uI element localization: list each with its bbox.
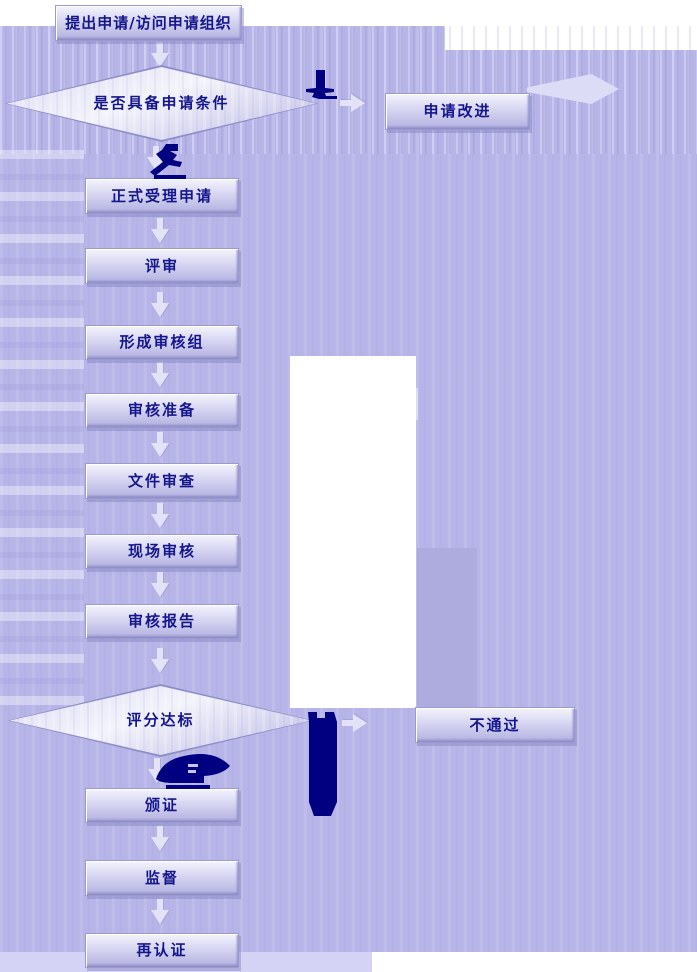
node-label: 现场审核 — [127, 542, 196, 560]
background-artifact-left-stripes — [0, 150, 84, 710]
arrow-down-accept-to-review — [151, 218, 169, 244]
arrow-right-cond-to-improve — [340, 94, 366, 112]
arrow-down-supervise-to-recert — [151, 899, 169, 925]
background-artifact-dark-band — [417, 548, 477, 710]
decision-application-conditions: 是否具备申请条件 — [5, 65, 318, 142]
node-audit-report: 审核报告 — [85, 604, 239, 639]
node-supervision: 监督 — [85, 860, 239, 896]
node-label: 文件审查 — [127, 471, 196, 490]
background-artifact-topright-white — [445, 0, 697, 50]
node-label: 审核报告 — [127, 612, 196, 630]
node-document-review: 文件审查 — [85, 463, 239, 499]
arrow-down-prep-to-doccheck — [151, 432, 169, 458]
decision-score-pass: 评分达标 — [8, 684, 313, 757]
node-label: 申请改进 — [423, 102, 492, 120]
node-submit-application: 提出申请/访问申请组织 — [55, 5, 242, 41]
arrow-down-onsite-to-report — [151, 572, 169, 598]
background-artifact-center-white-rect — [290, 356, 416, 708]
node-label: 不通过 — [469, 715, 521, 734]
decision-label: 是否具备申请条件 — [93, 94, 230, 112]
node-audit-preparation: 审核准备 — [85, 393, 239, 428]
node-label: 监督 — [144, 868, 179, 887]
background-artifact-bottom-right-white — [372, 952, 697, 972]
node-label: 提出申请/访问申请组织 — [65, 13, 232, 32]
decision-label: 评分达标 — [126, 711, 195, 729]
node-label: 颁证 — [144, 796, 179, 814]
node-label: 形成审核组 — [119, 333, 205, 351]
arrow-down-report-to-score — [151, 648, 169, 674]
arrow-down-review-to-team — [151, 292, 169, 318]
node-recertification: 再认证 — [85, 933, 239, 968]
arrow-down-cond-to-accept — [147, 146, 165, 172]
node-form-audit-team: 形成审核组 — [85, 325, 239, 360]
node-accept-application: 正式受理申请 — [85, 178, 239, 214]
yes-branch-glyph-icon — [146, 144, 194, 182]
diamond-fill: 评分达标 — [10, 686, 311, 755]
arrow-down-doccheck-to-onsite — [151, 503, 169, 529]
diamond-fill: 是否具备申请条件 — [7, 67, 316, 140]
pass-branch-blob-icon — [152, 752, 234, 792]
node-label: 再认证 — [136, 941, 188, 959]
node-issue-certificate: 颁证 — [85, 788, 239, 823]
node-onsite-audit: 现场审核 — [85, 534, 239, 569]
node-label: 评审 — [144, 256, 179, 275]
node-label: 正式受理申请 — [110, 186, 213, 205]
fail-branch-blob-icon — [304, 710, 338, 818]
arrow-down-score-to-cert — [148, 758, 166, 784]
node-review: 评审 — [85, 248, 239, 284]
node-label: 审核准备 — [127, 401, 196, 419]
arrow-down-team-to-prep — [151, 362, 169, 388]
node-improve-application: 申请改进 — [385, 93, 530, 130]
arrow-right-score-to-fail — [342, 714, 368, 732]
arrow-down-apply-to-cond — [151, 42, 169, 68]
node-not-passed: 不通过 — [415, 707, 575, 743]
arrow-down-cert-to-supervise — [151, 826, 169, 852]
no-branch-glyph-icon — [303, 70, 339, 102]
